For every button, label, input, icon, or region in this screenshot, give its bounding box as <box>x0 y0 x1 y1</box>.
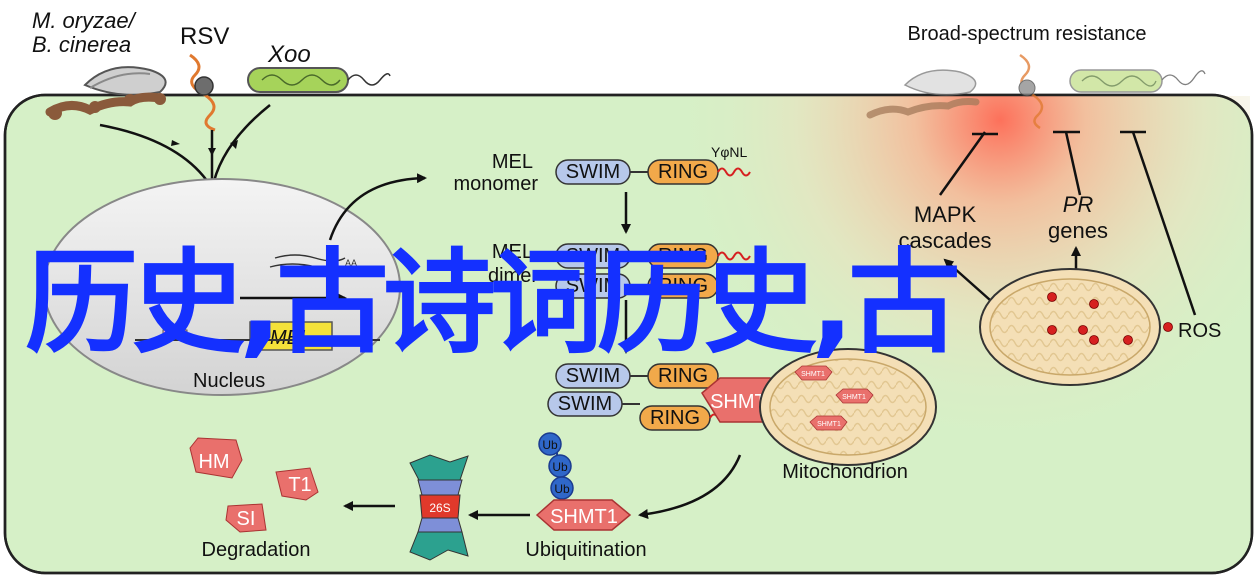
degraded-fragments: HM T1 SI <box>189 437 319 533</box>
ros-dots <box>1047 292 1173 345</box>
ring-label: RING <box>658 275 708 297</box>
proteasome-label: 26S <box>429 501 450 515</box>
shmt1-ubiquitinated: SHMT1 <box>535 499 632 531</box>
ros-dot-3 <box>1078 325 1088 335</box>
svg-text:SHMT1: SHMT1 <box>842 394 866 401</box>
fungi-label-line1: M. oryzae/ <box>32 8 137 33</box>
mel-monomer-line2: monomer <box>454 173 539 195</box>
ub-icon-1 <box>538 432 562 456</box>
mapk-line1: MAPK <box>914 202 977 227</box>
mel-gene-label: MEL <box>270 327 311 349</box>
fragment-1: HM <box>198 451 229 473</box>
svg-text:Ub: Ub <box>552 460 568 474</box>
ring-label: RING <box>658 245 708 267</box>
ros-dot-7 <box>1163 322 1173 332</box>
fragment-2: T1 <box>288 474 311 496</box>
ros-dot-6 <box>1047 325 1057 335</box>
swim-label: SWIM <box>558 393 612 415</box>
ub-chain: Ub Ub Ub <box>538 432 574 500</box>
mel-gene-box <box>249 321 333 351</box>
ubiquitination-label: Ubiquitination <box>525 539 646 561</box>
ros-dot-2 <box>1089 299 1099 309</box>
mel-protein-rows: SWIM RING SWIM RING SWIM RING SWIM RING SWIM RING <box>547 159 751 431</box>
mrna-lines: AA <box>269 254 357 271</box>
mapk-line2: cascades <box>899 228 992 253</box>
tail-motif <box>717 167 751 177</box>
svg-text:SHMT1: SHMT1 <box>817 421 841 428</box>
swim-label: SWIM <box>566 365 620 387</box>
yfnl-motif-label: YφNL <box>711 144 748 160</box>
mel-monomer-line1: MEL <box>492 151 533 173</box>
swim-ring-protein-3: SWIM RING <box>555 273 719 299</box>
fragment-3: SI <box>237 508 256 530</box>
ring-domain <box>647 273 719 299</box>
swim-label: SWIM <box>566 275 620 297</box>
swim-ring-protein-1: SWIM RING <box>555 159 751 185</box>
inhibition-lines <box>938 130 1197 316</box>
svg-text:Ub: Ub <box>554 482 570 496</box>
shmt1-small-1: SHMT1 <box>794 365 833 381</box>
svg-text:Ub: Ub <box>542 438 558 452</box>
shmt1-small-2: SHMT1 <box>835 388 874 404</box>
ros-dot-5 <box>1123 335 1133 345</box>
virus-label: RSV <box>180 23 229 50</box>
ros-dot-4 <box>1089 335 1099 345</box>
nucleus-label: Nucleus <box>193 370 265 392</box>
mel-dimer-line2: dimer <box>488 265 538 287</box>
tail-motif <box>717 251 751 261</box>
pr-line1: PR <box>1063 192 1094 217</box>
ros-dot-1 <box>1047 292 1057 302</box>
virus-icon <box>189 53 216 132</box>
svg-text:SHMT1: SHMT1 <box>801 371 825 378</box>
svg-text:SHMT1: SHMT1 <box>550 506 618 528</box>
proteasome-26s: 26S <box>409 454 469 561</box>
mitochondrion-left: SHMT1 SHMT1 SHMT1 <box>759 348 937 466</box>
swim-ring-protein-2: SWIM RING <box>555 243 751 269</box>
bacterium-icon <box>247 67 391 93</box>
ring-label: RING <box>650 407 700 429</box>
ring-label: RING <box>658 365 708 387</box>
mitochondrion-right <box>979 268 1161 386</box>
pr-line2: genes <box>1048 218 1108 243</box>
fungi-label-line2: B. cinerea <box>32 32 131 57</box>
ring-domain <box>647 363 719 389</box>
ub-icon-3 <box>550 476 574 500</box>
swim-label: SWIM <box>566 245 620 267</box>
mitochondrion-label: Mitochondrion <box>782 461 908 483</box>
shmt1-small-3: SHMT1 <box>809 415 848 431</box>
bacterium-label: Xoo <box>267 41 311 68</box>
fungus-icon <box>45 66 167 120</box>
faded-pathogens <box>866 53 1206 130</box>
ring-label: RING <box>658 161 708 183</box>
ros-label: ROS <box>1178 320 1221 342</box>
mel-dimer-line1: MEL <box>492 241 533 263</box>
resistance-title: Broad-spectrum resistance <box>908 23 1147 45</box>
swim-ring-protein-5: SWIM RING <box>547 391 743 431</box>
swim-ring-protein-4: SWIM RING <box>555 363 719 389</box>
swim-label: SWIM <box>566 161 620 183</box>
degradation-label: Degradation <box>202 539 311 561</box>
ring-domain <box>647 243 719 269</box>
aa-label: AA <box>345 258 357 268</box>
